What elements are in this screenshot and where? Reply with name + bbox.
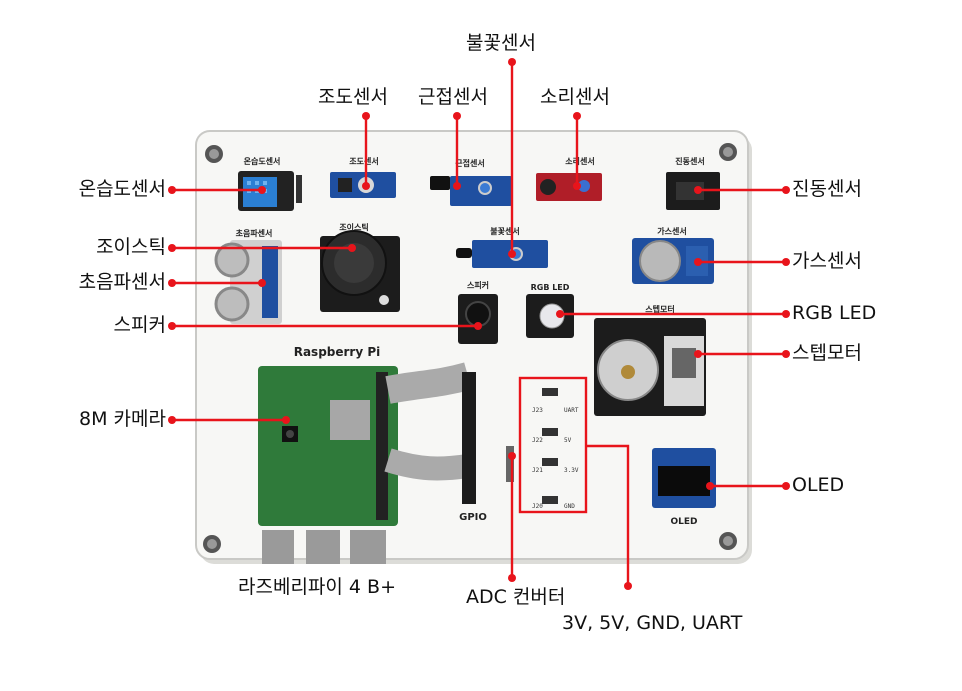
- gnd-label: GND: [564, 503, 575, 510]
- sound-silk: 소리센서: [565, 156, 594, 166]
- joystick-silk: 조이스틱: [339, 222, 368, 232]
- dht-silk: 온습도센서: [244, 156, 281, 166]
- label-joystick: 조이스틱: [96, 236, 166, 258]
- speaker-module: 스피커: [458, 280, 498, 344]
- screw-icon: [203, 535, 221, 553]
- gpio-ribbon: GPIO: [384, 362, 487, 523]
- j22-label: J22: [532, 437, 543, 444]
- sound-module: 소리센서: [536, 156, 602, 201]
- label-flame: 불꽃센서: [466, 32, 536, 54]
- proximity-silk: 근접센서: [455, 158, 484, 168]
- usb-port: [306, 530, 340, 564]
- label-oled: OLED: [792, 474, 845, 496]
- camera-module: [264, 408, 316, 464]
- label-adc: ADC 컨버터: [466, 586, 566, 608]
- stepper-silk: 스텝모터: [645, 304, 674, 314]
- 3v3-label: 3.3V: [564, 467, 579, 474]
- 5v-label: 5V: [564, 437, 572, 444]
- led-icon: [539, 303, 565, 329]
- label-dht: 온습도센서: [78, 178, 166, 200]
- oled-module: OLED: [652, 448, 716, 527]
- label-ultrasonic: 초음파센서: [78, 271, 166, 293]
- label-light: 조도센서: [318, 86, 388, 108]
- ethernet-port: [350, 530, 386, 564]
- label-rgb-led: RGB LED: [792, 302, 877, 324]
- label-sound: 소리센서: [540, 86, 610, 108]
- gpio-silk: GPIO: [459, 512, 487, 523]
- screw-icon: [205, 145, 223, 163]
- screw-icon: [719, 532, 737, 550]
- vibration-silk: 진동센서: [675, 156, 704, 166]
- ultrasonic-silk: 초음파센서: [236, 228, 273, 238]
- raspberry-silk: Raspberry Pi: [294, 345, 381, 359]
- label-speaker: 스피커: [113, 314, 166, 336]
- label-raspberry-pi: 라즈베리파이 4 B+: [238, 576, 397, 598]
- stepper-module: 스텝모터: [594, 304, 706, 416]
- label-camera: 8M 카메라: [79, 408, 166, 430]
- leader-lines: [172, 62, 786, 586]
- leader-dots: [168, 58, 790, 590]
- camera-lens-icon: [282, 426, 298, 442]
- j20-label: J20: [532, 503, 543, 510]
- screw-icon: [719, 143, 737, 161]
- j23-label: J23: [532, 407, 543, 414]
- oled-silk: OLED: [670, 517, 697, 527]
- j21-label: J21: [532, 467, 543, 474]
- usb-port: [262, 530, 294, 564]
- speaker-silk: 스피커: [467, 280, 489, 290]
- label-proximity: 근접센서: [418, 86, 488, 108]
- gas-silk: 가스센서: [657, 226, 686, 236]
- motor-icon: [597, 339, 659, 401]
- label-vibration: 진동센서: [792, 178, 862, 200]
- joystick-knob-icon: [321, 230, 387, 296]
- raspberry-pi-board: Raspberry Pi: [258, 345, 398, 564]
- adc-header: J23 UART J22 5V J21 3.3V J20 GND: [506, 388, 579, 510]
- proximity-module: 근접센서: [430, 158, 512, 206]
- rgb-led-silk: RGB LED: [531, 283, 570, 292]
- rgb-led-module: RGB LED: [526, 283, 574, 338]
- label-stepper: 스텝모터: [792, 342, 862, 364]
- label-gas: 가스센서: [792, 250, 862, 272]
- gas-module: 가스센서: [632, 226, 714, 284]
- label-power-pins: 3V, 5V, GND, UART: [562, 612, 743, 634]
- uart-label: UART: [564, 407, 579, 414]
- light-silk: 조도센서: [349, 156, 378, 166]
- flame-silk: 불꽃센서: [490, 226, 519, 236]
